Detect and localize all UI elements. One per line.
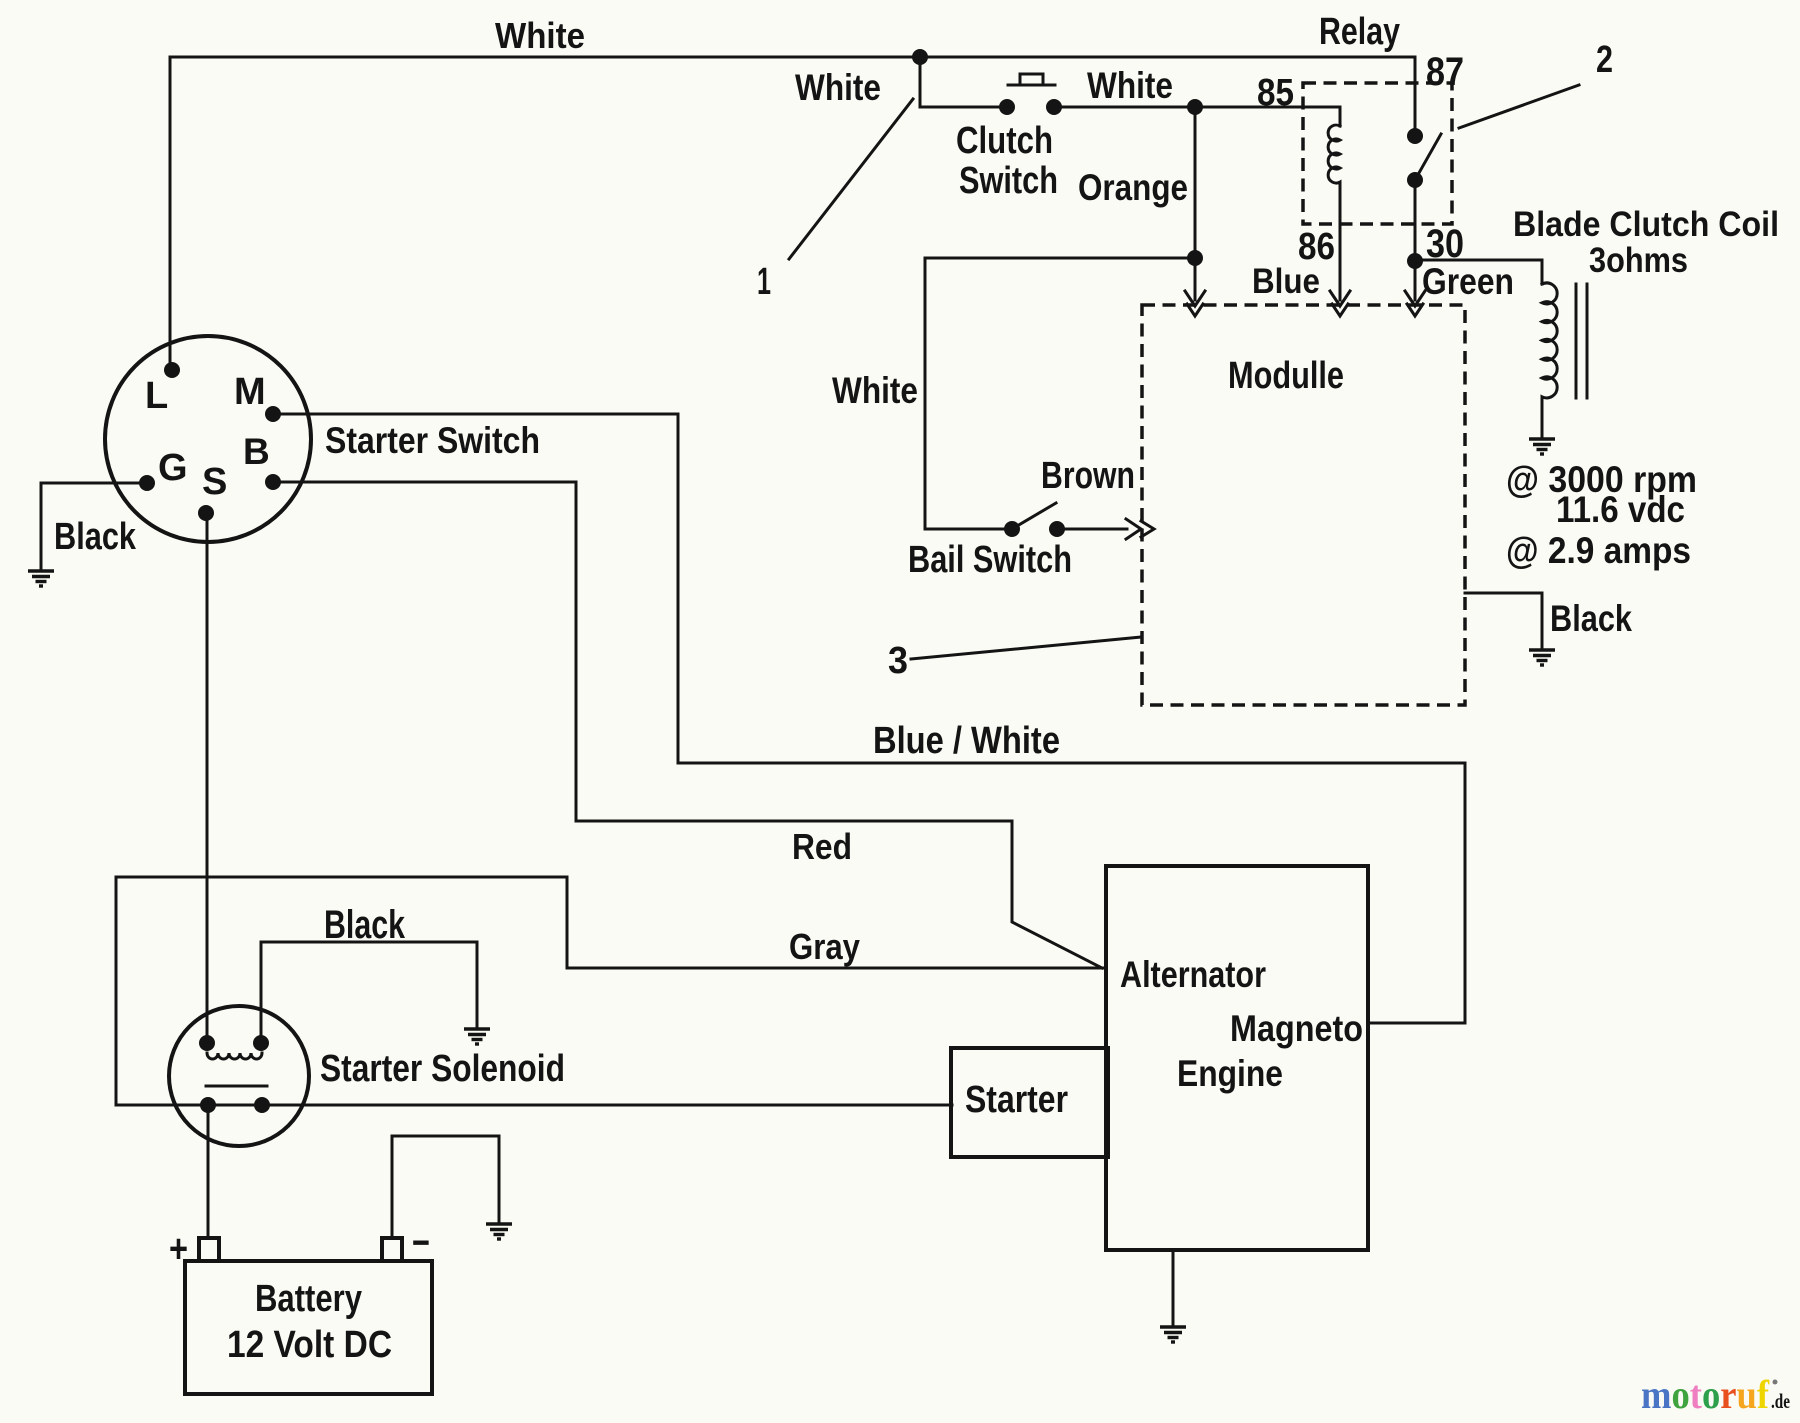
svg-text:+: + xyxy=(169,1227,188,1271)
svg-text:1: 1 xyxy=(757,261,771,303)
svg-text:Bail Switch: Bail Switch xyxy=(908,539,1072,581)
svg-text:Modulle: Modulle xyxy=(1228,355,1344,397)
svg-text:30: 30 xyxy=(1426,222,1464,266)
svg-text:White: White xyxy=(832,370,918,411)
svg-text:Blue: Blue xyxy=(1252,262,1320,301)
svg-text:Red: Red xyxy=(792,826,852,867)
svg-text:2: 2 xyxy=(1596,39,1613,81)
svg-text:White: White xyxy=(795,67,881,108)
svg-text:87: 87 xyxy=(1426,50,1464,94)
svg-text:Blue / White: Blue / White xyxy=(873,720,1060,762)
svg-text:Blade Clutch Coil: Blade Clutch Coil xyxy=(1513,205,1779,244)
svg-text:Relay: Relay xyxy=(1319,11,1400,53)
svg-text:86: 86 xyxy=(1298,226,1335,268)
svg-text:11.6 vdc: 11.6 vdc xyxy=(1556,489,1685,530)
svg-text:B: B xyxy=(243,431,270,472)
svg-text:Switch: Switch xyxy=(959,160,1058,202)
svg-text:G: G xyxy=(158,447,188,489)
svg-text:Green: Green xyxy=(1422,261,1514,302)
svg-text:12 Volt DC: 12 Volt DC xyxy=(227,1324,392,1366)
svg-text:Engine: Engine xyxy=(1177,1053,1283,1094)
svg-text:M: M xyxy=(234,371,266,413)
svg-text:L: L xyxy=(145,375,168,417)
svg-text:Starter Solenoid: Starter Solenoid xyxy=(320,1048,565,1090)
svg-text:−: − xyxy=(412,1221,430,1265)
svg-text:Alternator: Alternator xyxy=(1120,954,1266,995)
svg-text:@ 3000 rpm: @ 3000 rpm xyxy=(1506,459,1697,500)
svg-text:Starter: Starter xyxy=(965,1079,1068,1121)
svg-text:Gray: Gray xyxy=(789,926,860,967)
svg-text:S: S xyxy=(202,461,227,503)
svg-text:White: White xyxy=(495,15,585,56)
svg-text:@ 2.9 amps: @ 2.9 amps xyxy=(1506,530,1691,571)
svg-text:3ohms: 3ohms xyxy=(1589,241,1688,280)
svg-text:White: White xyxy=(1087,65,1173,106)
svg-text:Black: Black xyxy=(1550,598,1632,639)
svg-text:Orange: Orange xyxy=(1078,167,1188,208)
svg-text:.de: .de xyxy=(1771,1389,1790,1413)
svg-text:Clutch: Clutch xyxy=(956,120,1053,162)
svg-text:Black: Black xyxy=(324,903,406,947)
svg-text:motoruf: motoruf xyxy=(1641,1372,1770,1417)
svg-text:85: 85 xyxy=(1257,72,1294,114)
svg-text:Black: Black xyxy=(54,516,137,558)
svg-text:Battery: Battery xyxy=(255,1278,362,1320)
svg-text:Brown: Brown xyxy=(1041,455,1135,497)
svg-text:Magneto: Magneto xyxy=(1230,1008,1363,1049)
svg-text:3: 3 xyxy=(888,640,908,682)
svg-text:Starter Switch: Starter Switch xyxy=(325,420,540,461)
